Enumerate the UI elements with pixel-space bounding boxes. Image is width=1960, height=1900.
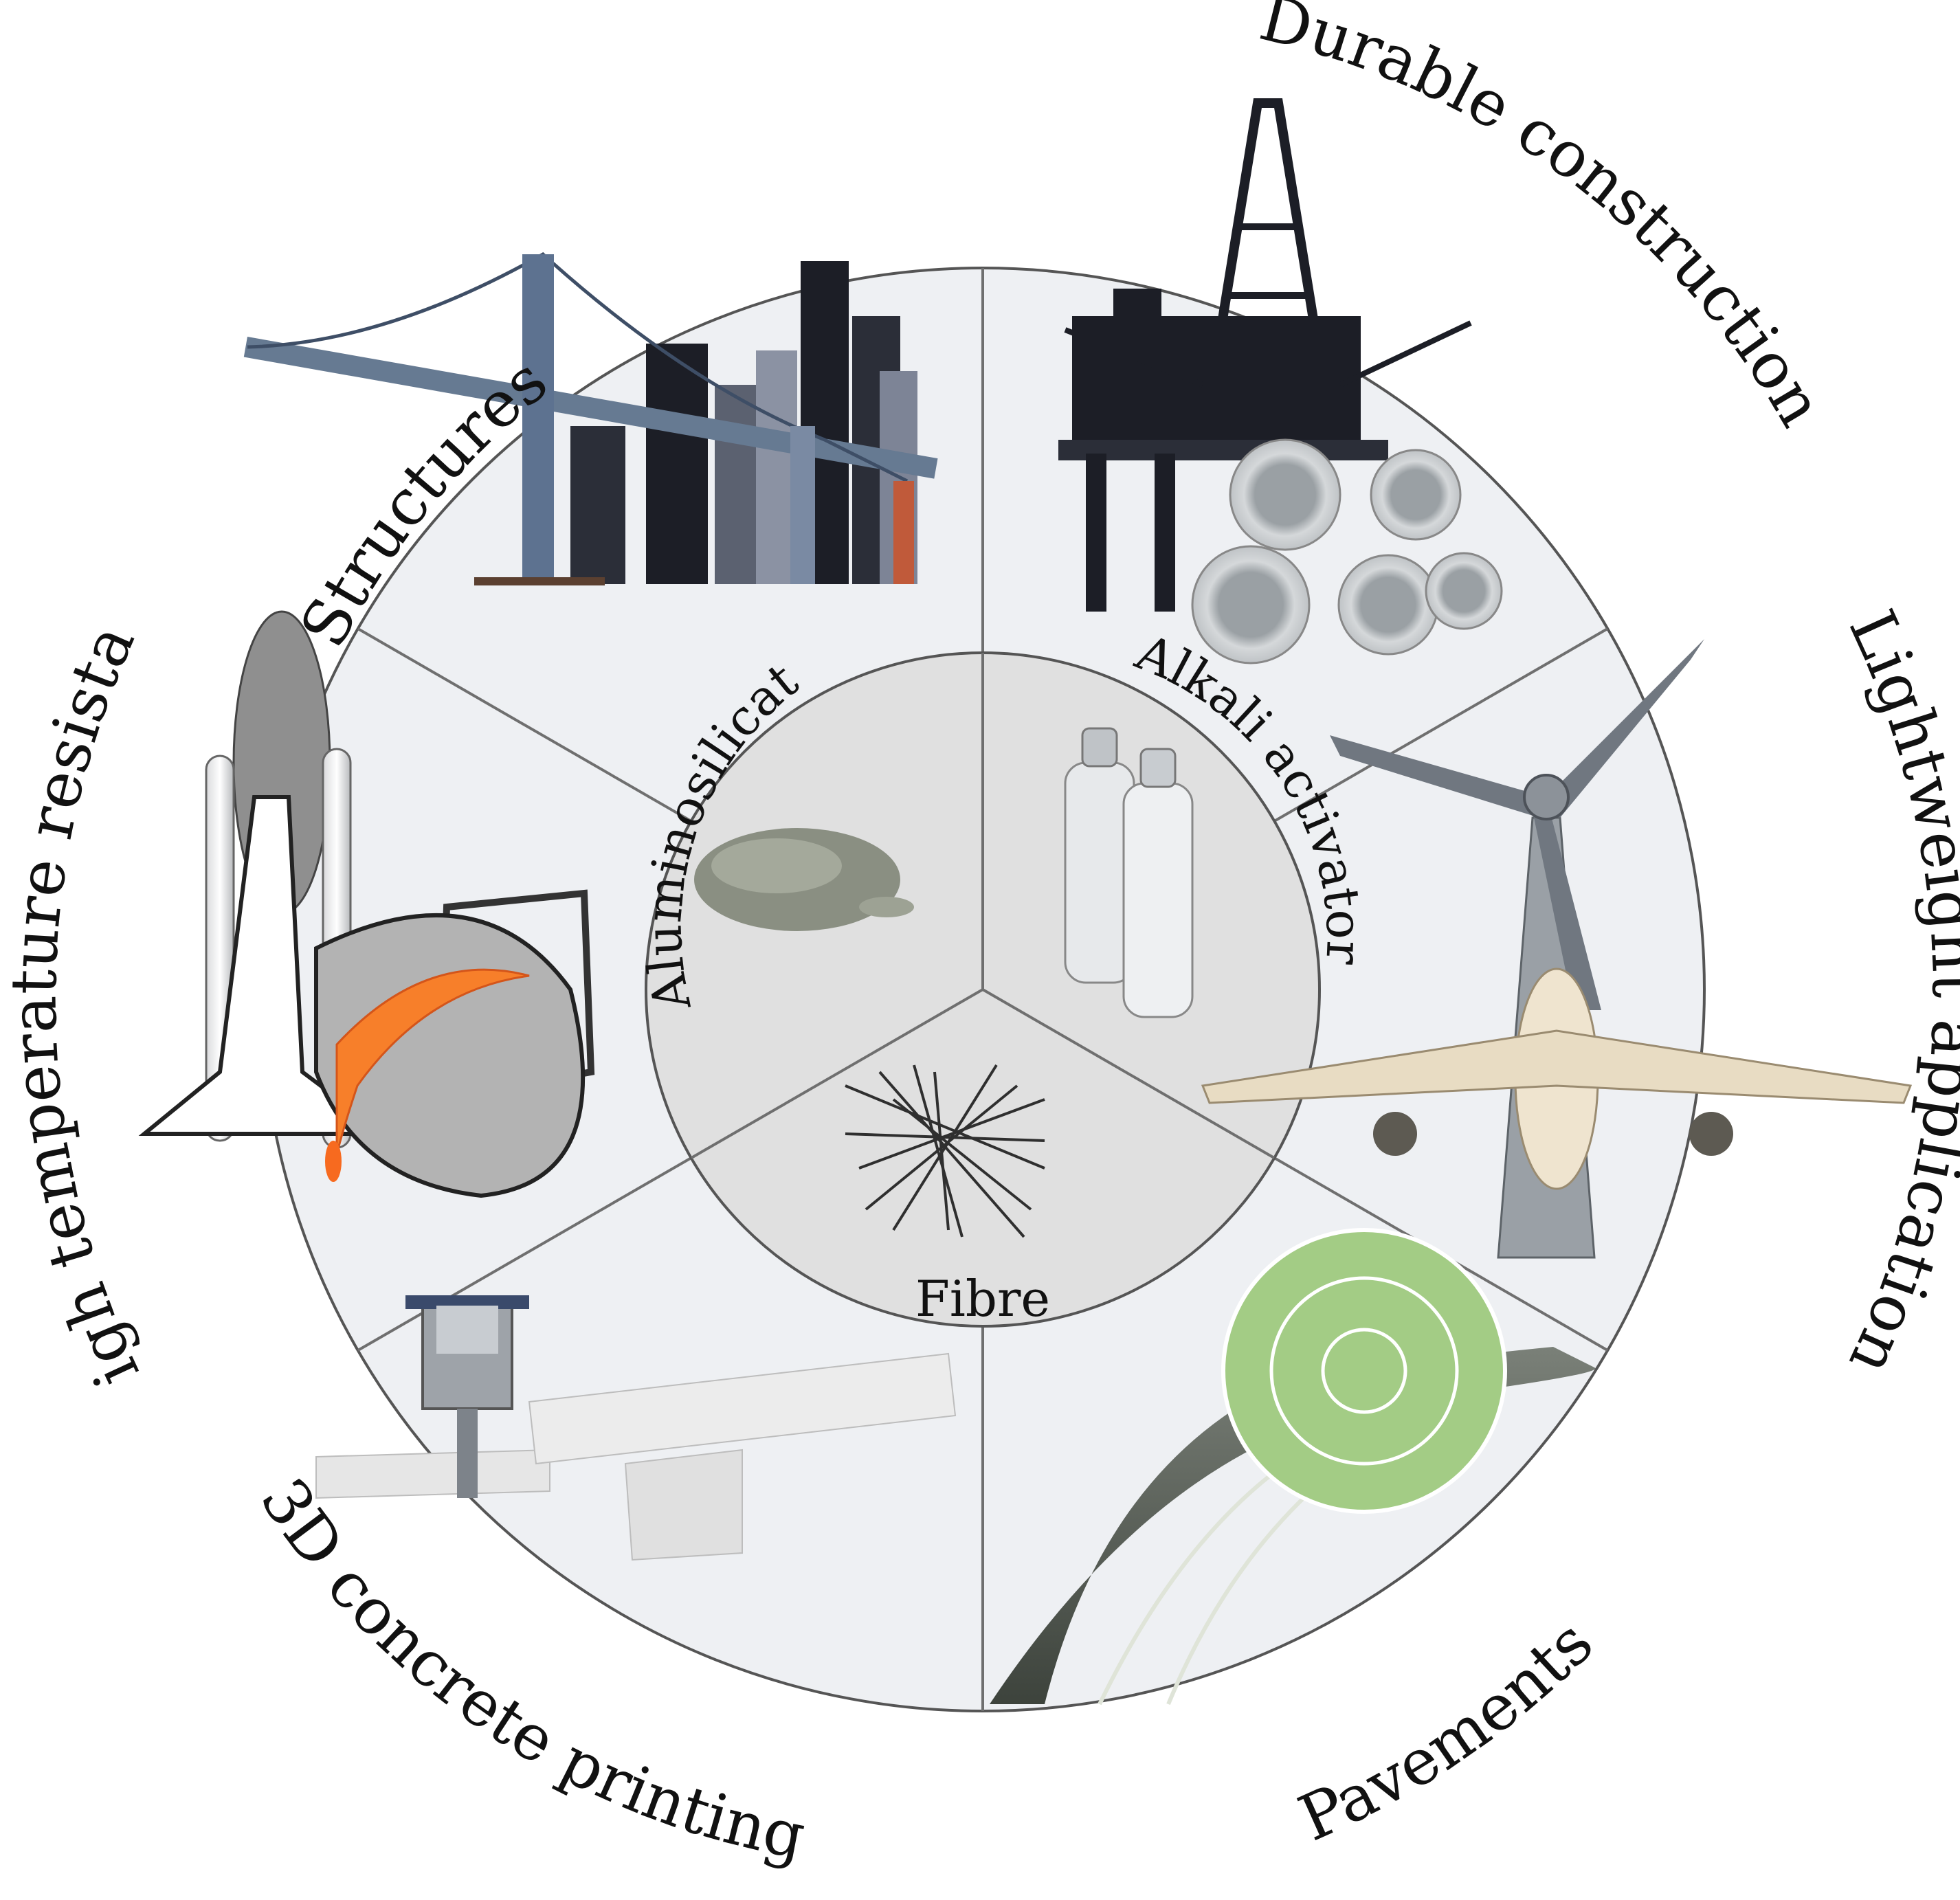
fibre-strands-illustration xyxy=(845,1064,1045,1238)
wind-turbine-airplane-illustration xyxy=(1201,639,1913,1259)
aluminosilicate-powder-illustration xyxy=(694,828,914,931)
road-paving-illustration xyxy=(990,1228,1596,1706)
inner-divider-left xyxy=(690,988,984,1159)
label-fibre: Fibre xyxy=(915,1270,1050,1328)
label-high-temperature-resistant: High temperature resistant xyxy=(0,0,154,1397)
inner-divider-right xyxy=(981,988,1276,1159)
shuttle-ladle-illustration xyxy=(138,610,595,1198)
label-pavements: Pavements xyxy=(1289,1606,1607,1855)
label-lightweight-application: Lightweight application xyxy=(1835,599,1960,1386)
bridge-skyline-illustration xyxy=(243,252,938,585)
alkali-activator-bottles-illustration xyxy=(1064,727,1194,1018)
3d-printer-illustration xyxy=(315,1295,957,1561)
oil-rig-pipes-illustration xyxy=(1058,98,1503,664)
